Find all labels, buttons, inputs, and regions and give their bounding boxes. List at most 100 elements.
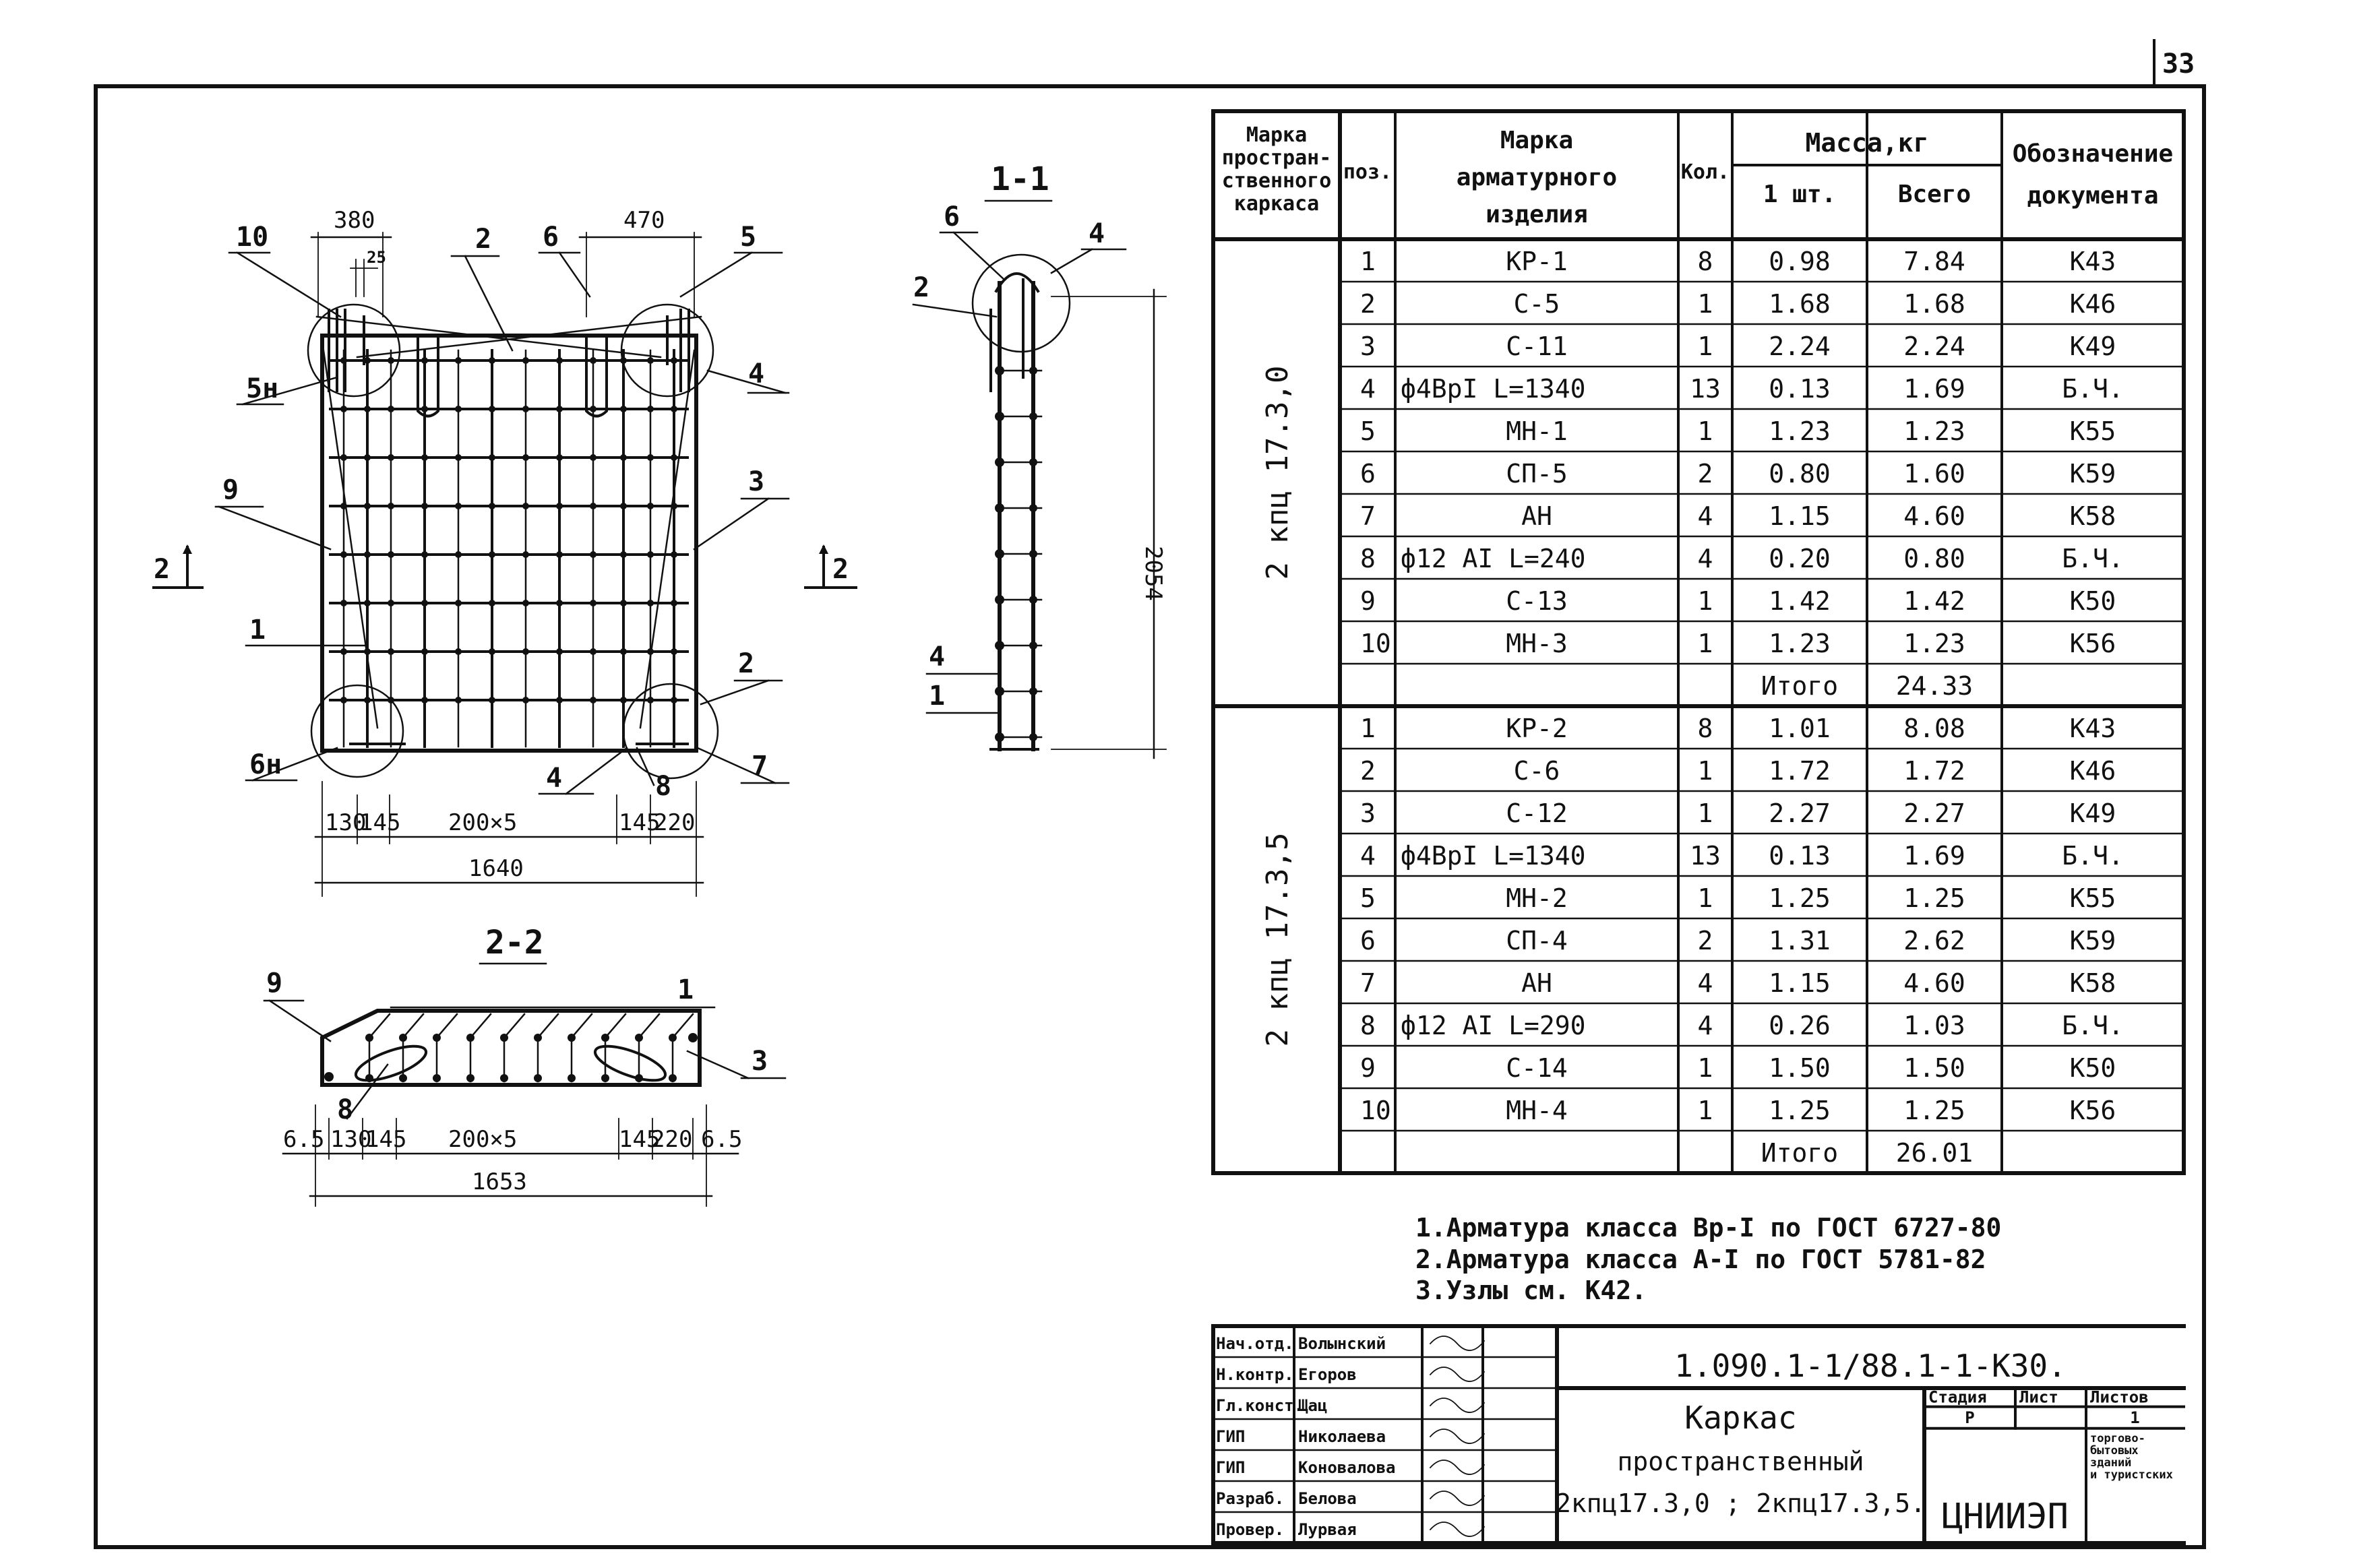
- stamp-name: Егоров: [1298, 1365, 1357, 1384]
- side-leader-6: 6: [944, 201, 960, 232]
- stamp-org-sub: зданий: [2090, 1456, 2131, 1470]
- rebar-node: [489, 600, 495, 606]
- cell-mass-total: 1.25: [1903, 1096, 1965, 1125]
- plan-dot: [399, 1034, 407, 1042]
- stamp-title-line: Каркас: [1684, 1400, 1796, 1436]
- dim-top-right: 470: [623, 207, 665, 234]
- stamp-role: Провер.: [1216, 1520, 1284, 1539]
- rebar-node: [455, 503, 462, 509]
- rebar-node: [388, 406, 394, 412]
- cell-qty: 8: [1698, 714, 1713, 743]
- leader-top-2: 2: [475, 224, 491, 255]
- plan-dot: [399, 1074, 407, 1082]
- rebar-node: [455, 406, 462, 412]
- plan-dot: [365, 1034, 373, 1042]
- cell-qty: 1: [1698, 289, 1713, 319]
- cell-item-mark: С-11: [1506, 332, 1568, 361]
- rebar-node: [364, 406, 371, 412]
- stamp-sheet: 1: [2130, 1408, 2139, 1427]
- rebar-node: [455, 697, 462, 703]
- cell-mass-one: 1.68: [1769, 289, 1831, 319]
- rebar-node: [489, 454, 495, 461]
- cell-doc: Б.Ч.: [2062, 544, 2124, 573]
- leader-right-4: 4: [748, 358, 764, 389]
- rebar-node: [388, 648, 394, 655]
- cell-doc: К58: [2070, 501, 2116, 531]
- cell-mass-one: 1.72: [1769, 756, 1831, 786]
- section-1-1-label: 1-1: [991, 160, 1049, 198]
- rebar-node: [647, 406, 654, 412]
- cell-mass-total: 2.62: [1903, 926, 1965, 955]
- dim-bottom-4: 145: [619, 809, 660, 836]
- cell-pos: 4: [1360, 841, 1376, 871]
- rebar-node: [455, 648, 462, 655]
- cell-mass-total: 1.68: [1903, 289, 1965, 319]
- notes-block: 1.Арматура класса Вр-I по ГОСТ 6727-80 2…: [1415, 1213, 2001, 1305]
- plan-dot: [324, 1072, 334, 1081]
- signature-mark: [1429, 1491, 1486, 1506]
- cell-qty: 4: [1698, 501, 1713, 531]
- leader-9: 9: [222, 474, 239, 505]
- cell-doc: К46: [2070, 289, 2116, 319]
- plan-leader-1: 1: [677, 974, 694, 1005]
- plan-dim-5: 145: [619, 1126, 660, 1153]
- cut-mark-right: 2: [832, 554, 849, 585]
- horizontal-rebars: [329, 357, 689, 703]
- stamp-title-line: 2кпц17.3,0 ; 2кпц17.3,5.: [1556, 1488, 1926, 1518]
- cell-item-mark: МН-3: [1506, 629, 1568, 658]
- cell-doc: К43: [2070, 714, 2116, 743]
- section-2-2-label: 2-2: [485, 924, 544, 962]
- dim-top-left: 380: [334, 207, 375, 234]
- side-rebar-dots: [995, 366, 1043, 742]
- leader-right-7: 7: [752, 751, 768, 782]
- plan-leader-9: 9: [266, 968, 282, 999]
- cell-qty: 4: [1698, 1011, 1713, 1040]
- cell-mass-total: 1.69: [1903, 841, 1965, 871]
- cell-mass-one: 0.13: [1769, 841, 1831, 871]
- cell-mass-total: 7.84: [1903, 247, 1965, 276]
- rebar-node: [421, 406, 428, 412]
- cell-doc: Б.Ч.: [2062, 841, 2124, 871]
- rebar-node: [671, 454, 677, 461]
- cell-pos: 7: [1360, 968, 1376, 998]
- cell-doc: К43: [2070, 247, 2116, 276]
- stamp-stage-label: Стадия: [1928, 1388, 1987, 1407]
- side-dot: [1029, 687, 1037, 695]
- leader-1: 1: [249, 615, 266, 646]
- rebar-node: [620, 454, 627, 461]
- cell-qty: 1: [1698, 883, 1713, 913]
- cell-mass-one: 1.25: [1769, 1096, 1831, 1125]
- frame-mark-2: 2 кпц 17.3,5: [1260, 833, 1295, 1047]
- rebar-node: [556, 454, 563, 461]
- rebar-node: [647, 503, 654, 509]
- rebar-node: [364, 551, 371, 558]
- rebar-node: [647, 697, 654, 703]
- cell-mass-one: 1.50: [1769, 1053, 1831, 1083]
- note-1: 1.Арматура класса Вр-I по ГОСТ 6727-80: [1415, 1213, 2001, 1243]
- plan-dot: [534, 1034, 542, 1042]
- rebar-node: [590, 648, 597, 655]
- header-mass: Масса,кг: [1805, 128, 1928, 158]
- rebar-node: [556, 406, 563, 412]
- stamp-name: Щац: [1298, 1396, 1327, 1415]
- cell-doc: К50: [2070, 1053, 2116, 1083]
- plan-dot: [466, 1074, 475, 1082]
- cell-mass-one: 1.23: [1769, 629, 1831, 658]
- side-dot: [1029, 596, 1037, 604]
- cell-item-mark: КР-1: [1506, 247, 1568, 276]
- rebar-node: [671, 551, 677, 558]
- dim-bottom-1: 130: [325, 809, 366, 836]
- cell-mass-one: 1.31: [1769, 926, 1831, 955]
- rebar-node: [421, 357, 428, 364]
- cell-qty: 1: [1698, 756, 1713, 786]
- plan-dot: [601, 1034, 609, 1042]
- rebar-node: [522, 503, 529, 509]
- side-dot: [1029, 458, 1037, 466]
- rebar-node: [455, 357, 462, 364]
- rebar-node: [522, 551, 529, 558]
- rebar-node: [364, 503, 371, 509]
- cell-total-label: Итого: [1761, 671, 1838, 701]
- cell-mass-total: 1.23: [1903, 629, 1965, 658]
- cell-qty: 1: [1698, 586, 1713, 616]
- rebar-node: [421, 551, 428, 558]
